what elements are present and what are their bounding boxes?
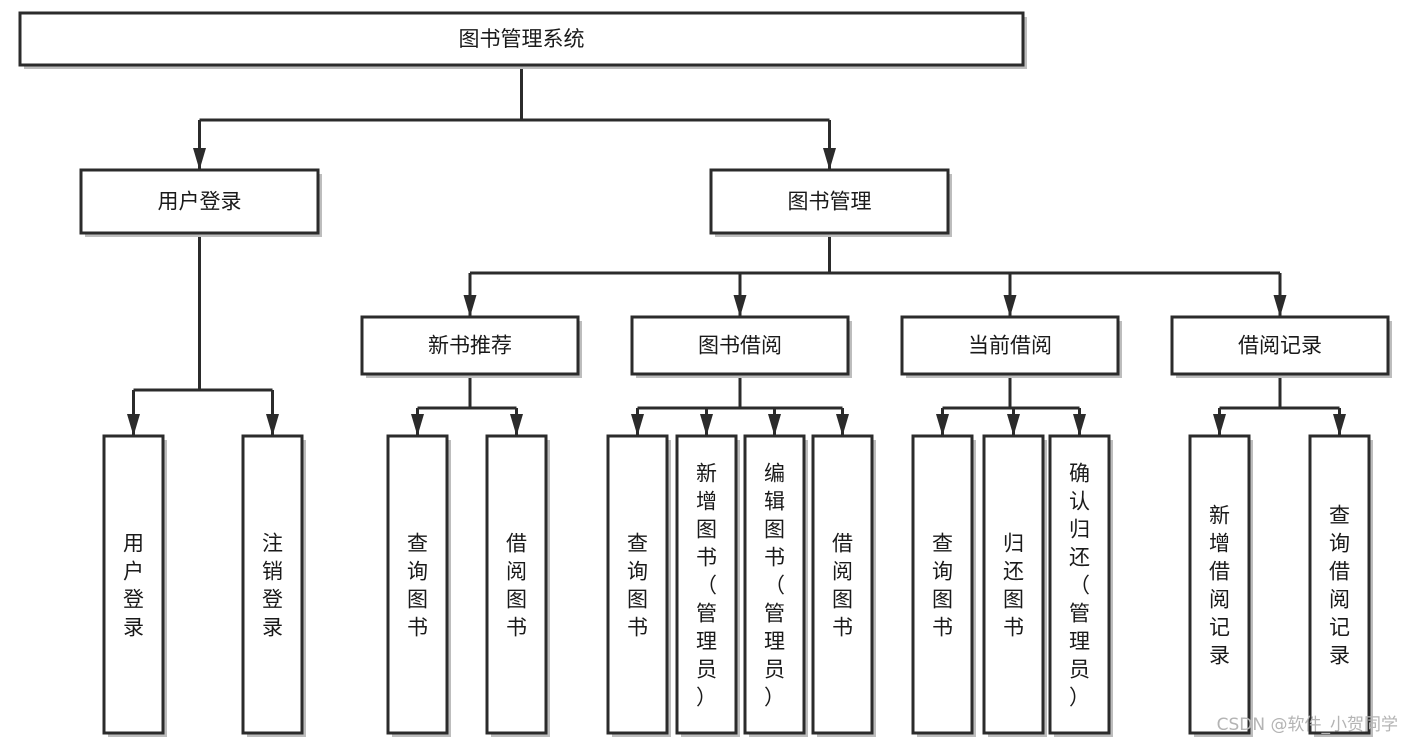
node-new-book-recommend[interactable]: 新书推荐	[360, 315, 582, 378]
arrow-head-icon	[411, 414, 424, 436]
node-label: 注销登录	[262, 532, 283, 640]
arrow-head-icon	[1073, 414, 1086, 436]
node-leaf-edit-book-admin[interactable]: 编辑图书（管理员）	[743, 434, 808, 737]
node-borrow-records[interactable]: 借阅记录	[1170, 315, 1392, 378]
node-label: 查询图书	[407, 532, 428, 640]
node-leaf-query-book-borrow[interactable]: 查询图书	[606, 434, 671, 737]
arrow-head-icon	[463, 295, 477, 317]
node-label: 编辑图书（管理员）	[764, 462, 785, 710]
node-label: 图书管理	[788, 190, 872, 214]
node-leaf-add-borrow-record[interactable]: 新增借阅记录	[1188, 434, 1253, 737]
arrow-head-icon	[1273, 295, 1287, 317]
arrow-head-icon	[823, 148, 836, 170]
node-user-login[interactable]: 用户登录	[79, 168, 322, 237]
node-label: 借阅记录	[1238, 334, 1322, 358]
node-leaf-query-book-current[interactable]: 查询图书	[911, 434, 976, 737]
node-label: 图书借阅	[698, 334, 782, 358]
arrow-head-icon	[836, 414, 849, 436]
arrow-head-icon	[936, 414, 949, 436]
node-current-borrow[interactable]: 当前借阅	[900, 315, 1122, 378]
arrow-head-icon	[733, 295, 747, 317]
node-leaf-add-book-admin[interactable]: 新增图书（管理员）	[675, 434, 740, 737]
arrow-head-icon	[700, 414, 713, 436]
csdn-watermark: CSDN @软件_小贺同学	[1217, 715, 1398, 735]
node-leaf-user-login[interactable]: 用户登录	[102, 434, 167, 737]
node-label: 新增图书（管理员）	[696, 462, 717, 710]
node-label: 借阅图书	[832, 532, 853, 640]
node-label: 归还图书	[1003, 532, 1024, 640]
arrow-head-icon	[768, 414, 781, 436]
node-label: 借阅图书	[506, 532, 527, 640]
arrow-head-icon	[1007, 414, 1020, 436]
arrow-head-icon	[1003, 295, 1017, 317]
arrow-head-icon	[266, 414, 279, 436]
node-leaf-query-book-recommend[interactable]: 查询图书	[386, 434, 451, 737]
node-label: 新增借阅记录	[1209, 504, 1230, 668]
connector-layer	[127, 65, 1346, 436]
node-leaf-return-book[interactable]: 归还图书	[982, 434, 1047, 737]
arrow-head-icon	[631, 414, 644, 436]
node-label: 查询图书	[627, 532, 648, 640]
node-book-borrow[interactable]: 图书借阅	[630, 315, 852, 378]
node-book-management[interactable]: 图书管理	[709, 168, 952, 237]
node-leaf-query-borrow-record[interactable]: 查询借阅记录	[1308, 434, 1373, 737]
node-label: 图书管理系统	[459, 27, 585, 51]
node-leaf-borrow-book-recommend[interactable]: 借阅图书	[485, 434, 550, 737]
node-label: 用户登录	[123, 532, 144, 640]
node-label: 用户登录	[158, 190, 242, 214]
node-layer: 图书管理系统用户登录图书管理新书推荐图书借阅当前借阅借阅记录用户登录注销登录查询…	[18, 11, 1392, 737]
arrow-head-icon	[1333, 414, 1346, 436]
arrow-head-icon	[510, 414, 523, 436]
node-leaf-logout[interactable]: 注销登录	[241, 434, 306, 737]
node-root[interactable]: 图书管理系统	[18, 11, 1027, 69]
node-label: 确认归还（管理员）	[1069, 462, 1090, 710]
arrow-head-icon	[193, 148, 206, 170]
node-label: 新书推荐	[428, 334, 512, 358]
arrow-head-icon	[1213, 414, 1226, 436]
node-label: 查询借阅记录	[1329, 504, 1350, 668]
node-leaf-borrow-book[interactable]: 借阅图书	[811, 434, 876, 737]
arrow-head-icon	[127, 414, 140, 436]
node-leaf-confirm-return-admin[interactable]: 确认归还（管理员）	[1048, 434, 1113, 737]
node-label: 查询图书	[932, 532, 953, 640]
node-label: 当前借阅	[968, 334, 1052, 358]
